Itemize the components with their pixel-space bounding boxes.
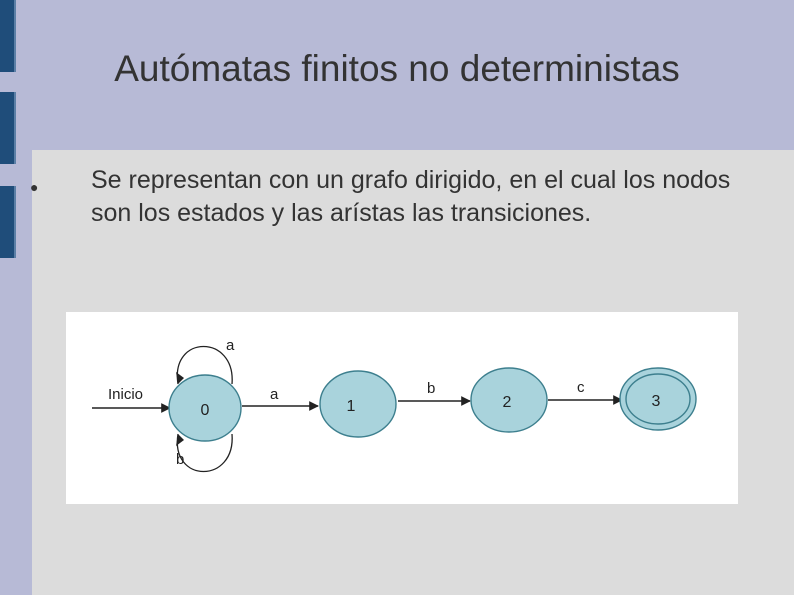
start-label: Inicio — [108, 386, 143, 403]
self-loop-top-arrow — [176, 372, 184, 384]
accent-bar — [0, 92, 16, 164]
title-band — [0, 0, 794, 150]
self-loop-top — [176, 346, 233, 385]
accent-bar — [0, 0, 16, 72]
state-0 — [168, 374, 242, 442]
state-1 — [319, 370, 397, 438]
self-loop-bottom-arrow — [176, 434, 184, 446]
state-label-0: 0 — [201, 402, 210, 419]
transition-label-a: a — [270, 386, 279, 403]
state-label-1: 1 — [347, 398, 356, 415]
state-label-3: 3 — [652, 393, 661, 410]
loop-label-b: b — [176, 451, 184, 468]
accent-bar — [0, 186, 16, 258]
transition-label-b: b — [427, 380, 435, 397]
bullet-icon: ● — [30, 179, 39, 195]
automaton-graph: Inicio a b a b c 0 1 2 3 — [92, 337, 697, 472]
state-3-inner — [625, 373, 691, 425]
self-loop-bottom — [176, 433, 233, 472]
slide-title: Autómatas finitos no deterministas — [114, 48, 680, 89]
bullet-text: Se representan con un grafo dirigido, en… — [91, 166, 731, 227]
state-label-2: 2 — [503, 394, 512, 411]
loop-label-a: a — [226, 337, 235, 354]
state-2 — [470, 367, 548, 433]
automaton-diagram: Inicio a b a b c 0 1 2 3 — [66, 312, 738, 504]
transition-label-c: c — [577, 379, 585, 396]
